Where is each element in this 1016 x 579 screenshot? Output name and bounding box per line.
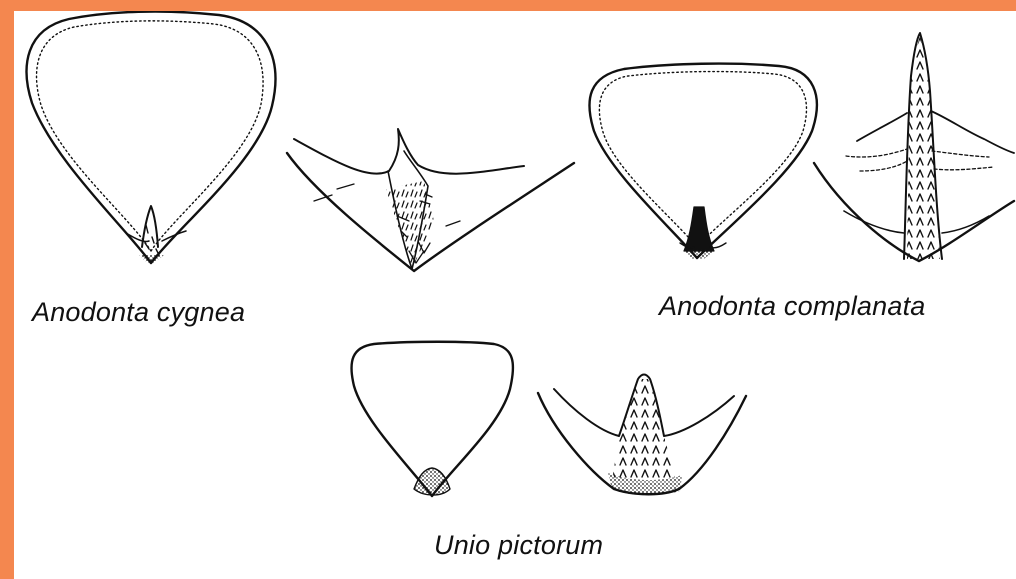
pictorum-hook	[538, 375, 746, 496]
complanata-valve	[589, 64, 816, 259]
figure-canvas: Anodonta cygnea Anodonta complanata Unio…	[14, 11, 1016, 579]
cygnea-valve	[27, 12, 276, 263]
species-label-anodonta-cygnea: Anodonta cygnea	[32, 297, 245, 328]
pictorum-valve	[351, 342, 512, 496]
species-label-anodonta-complanata: Anodonta complanata	[659, 291, 926, 322]
cygnea-hook	[287, 129, 574, 271]
species-label-unio-pictorum: Unio pictorum	[434, 530, 603, 561]
complanata-hook	[814, 33, 1014, 261]
